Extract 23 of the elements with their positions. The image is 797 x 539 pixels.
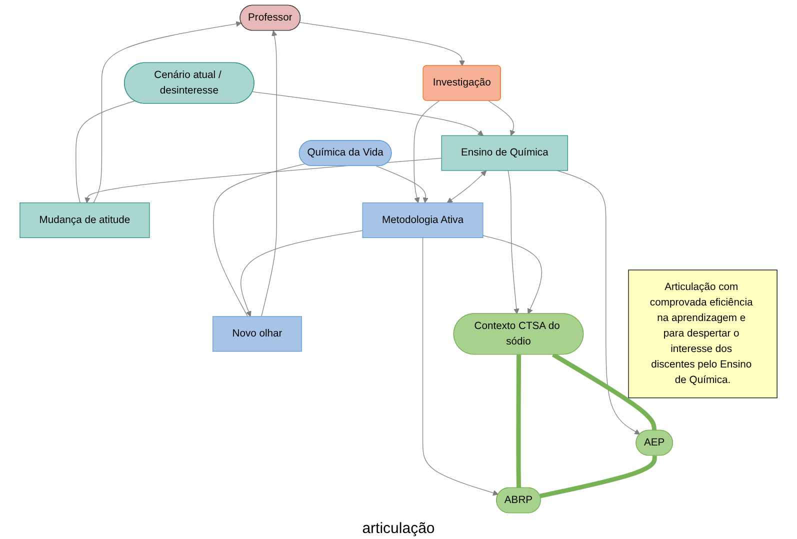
node-box: Ensino de Química (441, 135, 568, 171)
arrow (556, 170, 640, 435)
arrow (299, 22, 465, 66)
arrow (422, 237, 499, 496)
arrow (414, 100, 440, 204)
arrow (252, 91, 484, 136)
arrow (482, 235, 542, 314)
note-text: articulação (362, 520, 435, 537)
connector (516, 354, 522, 488)
arrow (376, 166, 428, 204)
node-box: Articulação com comprovada eficiência na aprendizagem e para despertar o interesse dos discentes pelo Ensino de Química. (628, 270, 778, 398)
arrow (261, 30, 278, 317)
node-box: Mudança de atitude (20, 202, 150, 238)
arrow (508, 170, 520, 314)
connector (552, 352, 657, 431)
arrow (488, 100, 516, 136)
connector (76, 100, 136, 204)
node-box: Novo olhar (212, 316, 302, 352)
node-box: Metodologia Ativa (362, 202, 484, 238)
connector (213, 163, 306, 317)
arrow (240, 230, 363, 317)
arrow (93, 21, 242, 204)
arrow (446, 170, 487, 204)
